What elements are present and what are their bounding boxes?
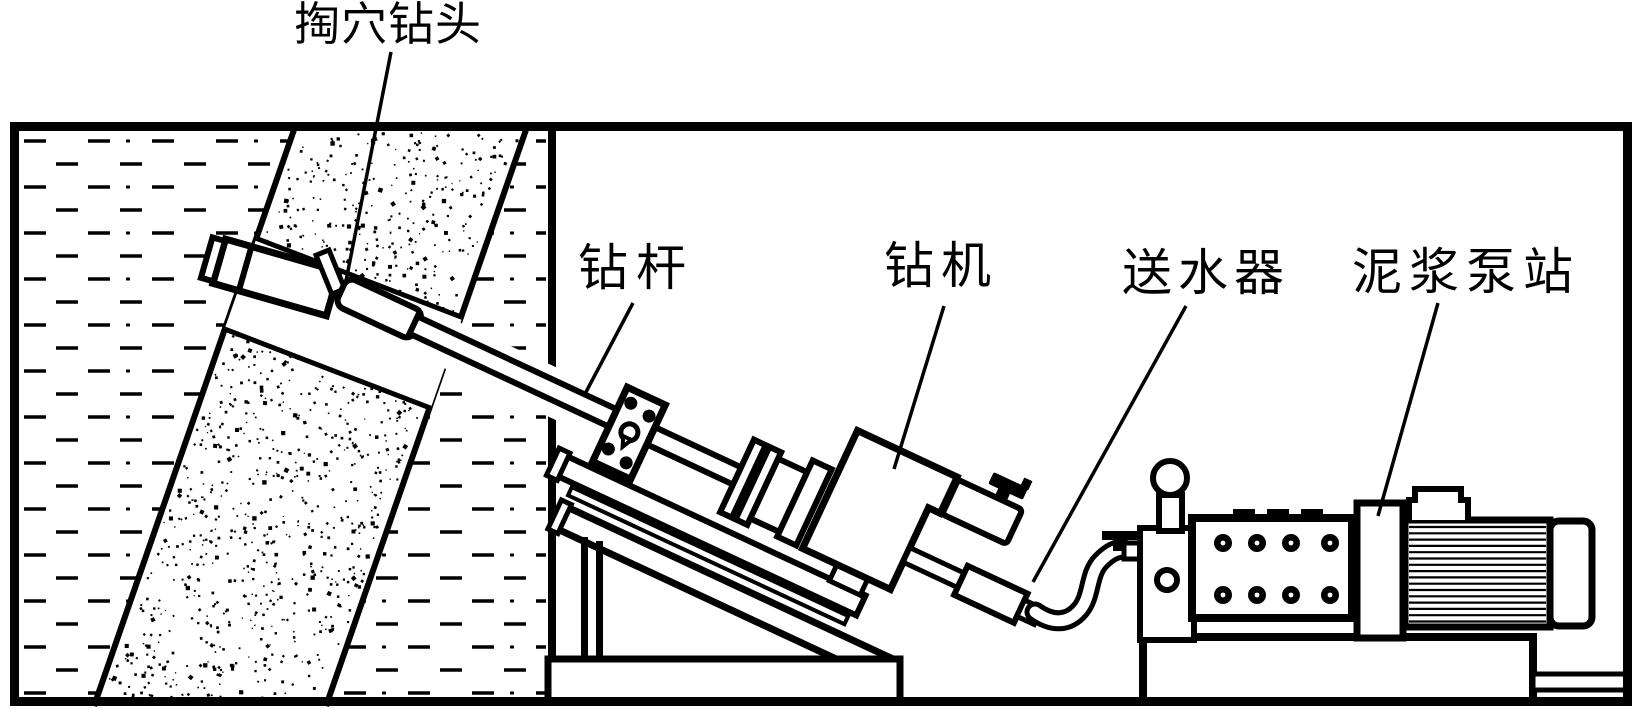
label-cavitation-bit: 掏穴钻头: [294, 0, 482, 50]
gauge-stem: [1156, 492, 1185, 534]
outer-frame-overlay: [10, 122, 1632, 706]
mud-pump-station: [1102, 458, 1631, 706]
pedestal: [544, 655, 904, 706]
pump-bolts: [1214, 534, 1339, 604]
motor-body: [1401, 516, 1554, 631]
feed-beam: [543, 444, 873, 627]
base-step: [1530, 671, 1631, 693]
inlet-port: [1154, 567, 1180, 593]
leader-rod: [584, 302, 635, 393]
leader-bit: [344, 51, 393, 282]
bit-end-cap: [197, 233, 229, 286]
coupling-plate: [1353, 499, 1407, 642]
hose: [1024, 538, 1133, 632]
label-drill-rig: 钻机: [884, 238, 998, 294]
label-drill-rod: 钻杆: [578, 240, 694, 296]
leader-water-feeder: [1031, 305, 1188, 583]
soil-band: [91, 123, 531, 707]
pump-base: [1139, 633, 1537, 706]
motor-terminal-box: [1406, 486, 1471, 520]
incline-assembly: [334, 276, 1046, 687]
label-mud-pump-station: 泥浆泵站: [1352, 244, 1580, 300]
rig-gearbox: [940, 478, 1025, 546]
rig-valve-handle: [988, 472, 1033, 504]
cavitation-bit: [197, 233, 348, 321]
leader-pump-station: [1376, 302, 1440, 517]
support-legs: [581, 537, 603, 661]
clamp-flange: [587, 382, 670, 484]
leader-lines: [344, 51, 1440, 583]
drill-rig: [716, 425, 1046, 628]
motor-ribs: [1409, 525, 1546, 623]
motor-end-cap: [1546, 517, 1596, 630]
pressure-gauge-icon: [1150, 458, 1190, 498]
label-water-feeder: 送水器: [1122, 245, 1290, 301]
rig-body: [797, 425, 962, 595]
leader-rig: [892, 305, 946, 470]
